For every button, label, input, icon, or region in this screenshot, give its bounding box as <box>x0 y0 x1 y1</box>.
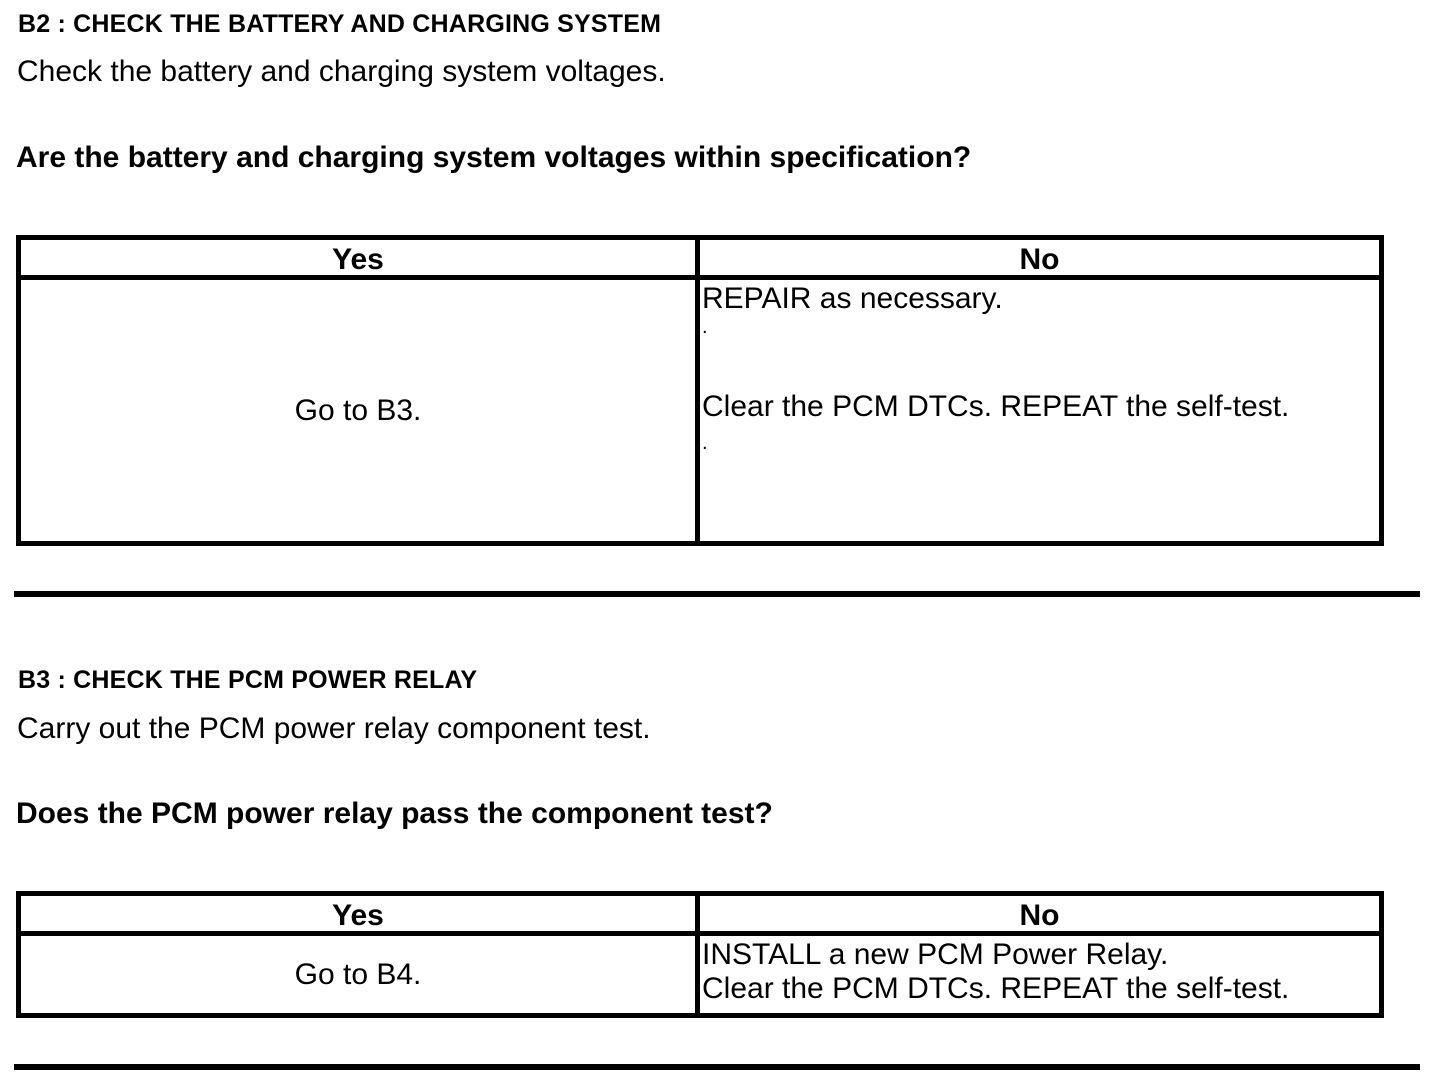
step-b3-result-table: Yes No Go to B4. INSTALL a new PCM Power… <box>16 891 1384 1018</box>
b3-no-action-cell: INSTALL a new PCM Power Relay. Clear the… <box>700 936 1379 1013</box>
b2-no-action-line: Clear the PCM DTCs. REPEAT the self-test… <box>702 390 1290 423</box>
b2-no-action-line: REPAIR as necessary. <box>702 282 1003 315</box>
b2-no-column-header: No <box>700 240 1379 280</box>
step-b3-instruction: Carry out the PCM power relay component … <box>17 712 651 745</box>
step-b2-question: Are the battery and charging system volt… <box>16 141 972 174</box>
b3-no-action-line: Clear the PCM DTCs. REPEAT the self-test… <box>702 972 1290 1005</box>
b2-no-action-stray-period: . <box>702 316 708 338</box>
b2-no-action-stray-period: . <box>702 432 708 454</box>
step-b2-result-table: Yes No Go to B3. REPAIR as necessary. . … <box>16 235 1384 546</box>
b2-yes-action-text: Go to B3. <box>294 393 422 427</box>
section-divider-rule <box>14 1064 1420 1070</box>
b3-yes-action-cell: Go to B4. <box>21 936 700 1013</box>
b2-yes-column-header: Yes <box>21 240 700 280</box>
section-divider-rule <box>14 591 1420 597</box>
b3-no-column-header: No <box>700 896 1379 936</box>
b3-no-action-line: INSTALL a new PCM Power Relay. <box>702 938 1169 971</box>
b3-yes-column-header: Yes <box>21 896 700 936</box>
step-b3-heading: B3 : CHECK THE PCM POWER RELAY <box>18 666 478 694</box>
b3-yes-action-text: Go to B4. <box>294 957 422 991</box>
b2-no-action-cell: REPAIR as necessary. . Clear the PCM DTC… <box>700 280 1379 541</box>
step-b2-heading: B2 : CHECK THE BATTERY AND CHARGING SYST… <box>18 10 662 38</box>
step-b2-instruction: Check the battery and charging system vo… <box>17 55 666 88</box>
b2-yes-action-cell: Go to B3. <box>21 280 700 541</box>
step-b3-question: Does the PCM power relay pass the compon… <box>16 797 773 830</box>
